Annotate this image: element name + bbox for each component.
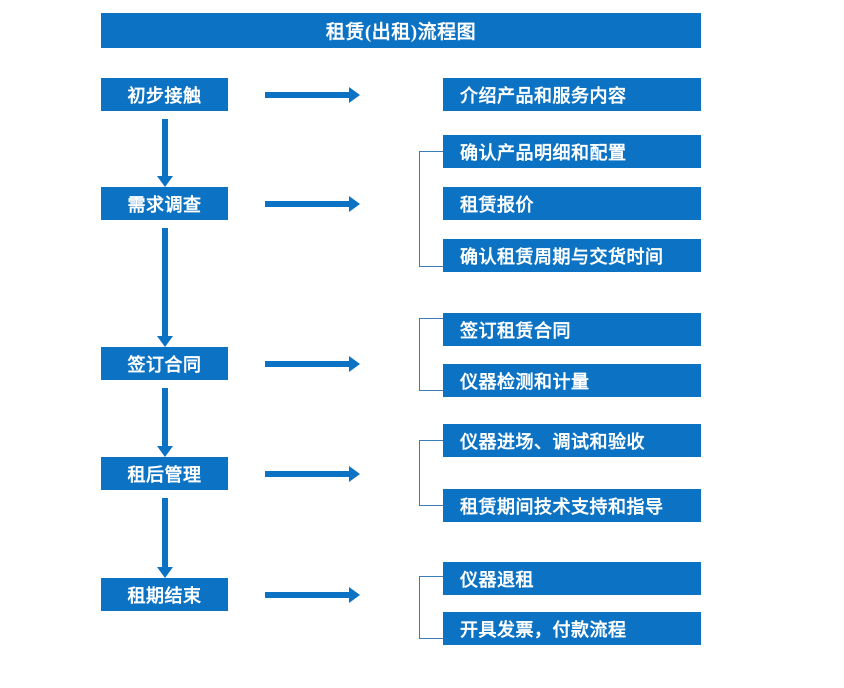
task-box-8[interactable]: 租赁期间技术支持和指导 [443,489,701,522]
task-box-1[interactable]: 介绍产品和服务内容 [443,78,701,111]
horizontal-arrow-1 [265,85,360,105]
stage-box-3[interactable]: 签订合同 [101,347,228,380]
task-box-6[interactable]: 仪器检测和计量 [443,364,701,397]
bracket-group-5 [419,576,443,639]
bracket-group-3 [419,318,443,391]
stage-box-5[interactable]: 租期结束 [101,578,228,611]
stage-box-1[interactable]: 初步接触 [101,78,228,111]
stage-box-4[interactable]: 租后管理 [101,457,228,490]
bracket-group-4 [419,440,443,506]
horizontal-arrow-5 [265,585,360,605]
horizontal-arrow-4 [265,464,360,484]
task-box-2[interactable]: 确认产品明细和配置 [443,135,701,168]
task-box-10[interactable]: 开具发票，付款流程 [443,612,701,645]
task-box-9[interactable]: 仪器退租 [443,562,701,595]
task-box-3[interactable]: 租赁报价 [443,187,701,220]
vertical-arrow-3 [155,388,175,457]
horizontal-arrow-3 [265,354,360,374]
vertical-arrow-2 [155,228,175,347]
vertical-arrow-4 [155,498,175,578]
task-box-7[interactable]: 仪器进场、调试和验收 [443,424,701,457]
page-title: 租赁(出租)流程图 [101,13,701,48]
horizontal-arrow-2 [265,194,360,214]
task-box-4[interactable]: 确认租赁周期与交货时间 [443,239,701,272]
stage-box-2[interactable]: 需求调查 [101,187,228,220]
task-box-5[interactable]: 签订租赁合同 [443,313,701,346]
bracket-group-2 [419,151,443,267]
vertical-arrow-1 [155,119,175,187]
